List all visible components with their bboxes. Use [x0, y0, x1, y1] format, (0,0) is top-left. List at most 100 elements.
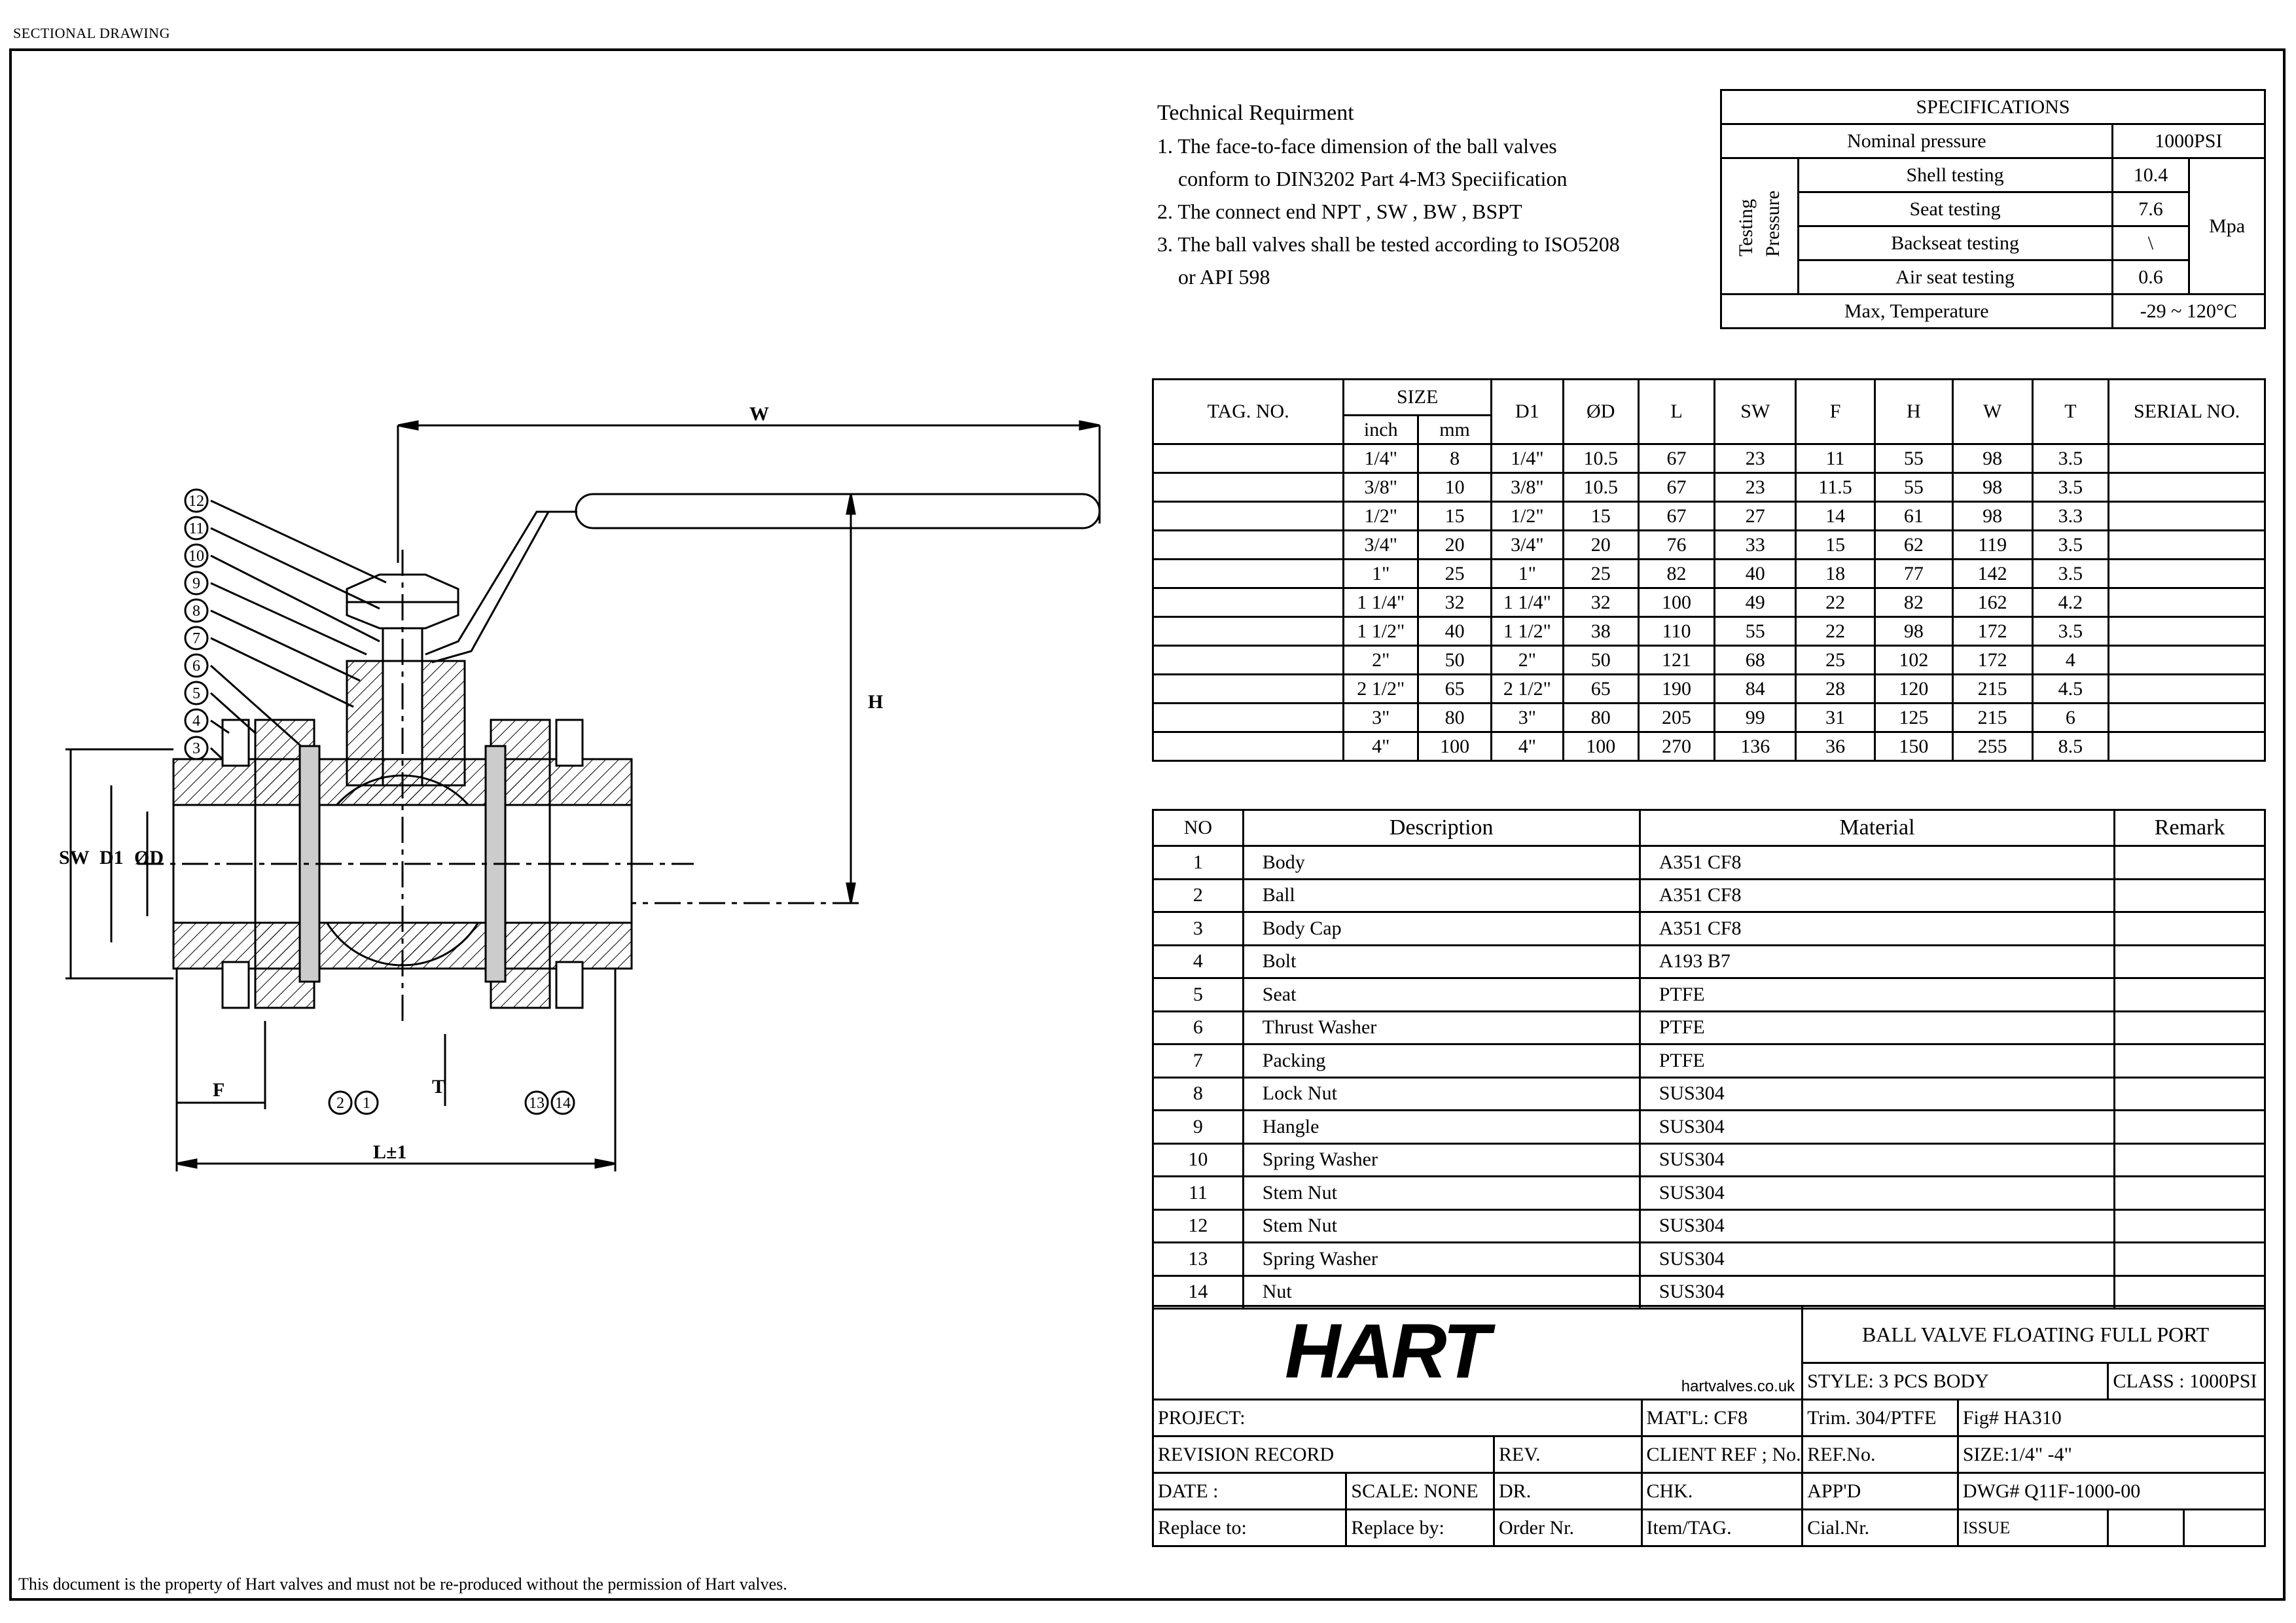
dims-cell: 1 1/4"	[1490, 587, 1564, 618]
part-balloon: 6	[184, 653, 209, 678]
dim-od-label: ØD	[134, 847, 164, 868]
dims-cell: 25	[1795, 645, 1876, 675]
col-mm: mm	[1417, 414, 1492, 445]
spec-row-value: 10.4	[2111, 157, 2191, 193]
dims-cell: 11	[1795, 443, 1876, 474]
scale-field: SCALE: NONE	[1345, 1472, 1496, 1510]
tag-cell	[1151, 616, 1345, 647]
tag-cell	[1151, 443, 1345, 474]
col-t: T	[2031, 378, 2110, 445]
part-no: 5	[1152, 977, 1244, 1012]
dims-cell: 98	[1951, 472, 2034, 503]
order-nr-field: Order Nr.	[1493, 1508, 1643, 1547]
appd-field: APP'D	[1801, 1472, 1959, 1510]
dims-cell: 100	[1637, 587, 1716, 618]
dims-cell: 4.2	[2031, 587, 2110, 618]
col-d1: D1	[1490, 378, 1564, 445]
issue-field: ISSUE	[1956, 1508, 2109, 1547]
svg-text:3: 3	[192, 740, 200, 757]
dims-cell: 82	[1873, 587, 1954, 618]
dims-cell: 28	[1795, 673, 1876, 704]
dims-cell: 10	[1417, 472, 1492, 503]
svg-text:2: 2	[336, 1095, 344, 1112]
tag-cell	[1151, 645, 1345, 675]
dims-cell: 3/4"	[1342, 529, 1420, 560]
part-description: Hangle	[1242, 1109, 1641, 1145]
part-balloon: 11	[184, 516, 209, 541]
dims-cell: 23	[1713, 472, 1797, 503]
part-no: 12	[1152, 1208, 1244, 1243]
part-no: 11	[1152, 1175, 1244, 1211]
part-no: 10	[1152, 1142, 1244, 1177]
dims-cell: 1/4"	[1342, 443, 1420, 474]
part-material: PTFE	[1638, 1010, 2116, 1045]
tag-cell	[1151, 673, 1345, 704]
part-description: Seat	[1242, 977, 1641, 1012]
dims-cell: 3/8"	[1490, 472, 1564, 503]
serial-cell	[2108, 443, 2266, 474]
dims-cell: 77	[1873, 558, 1954, 589]
col-inch: inch	[1342, 414, 1420, 445]
serial-cell	[2108, 673, 2266, 704]
footer-note: This document is the property of Hart va…	[18, 1575, 787, 1594]
tag-cell	[1151, 587, 1345, 618]
ref-no-field: REF.No.	[1801, 1435, 1959, 1474]
svg-text:7: 7	[192, 630, 200, 647]
part-material: A193 B7	[1638, 944, 2116, 979]
dims-cell: 205	[1637, 702, 1716, 733]
tech-item: 1. The face-to-face dimension of the bal…	[1157, 134, 1557, 158]
date-field: DATE :	[1151, 1472, 1348, 1510]
serial-cell	[2108, 645, 2266, 675]
dims-cell: 3.5	[2031, 529, 2110, 560]
tech-item: 2. The connect end NPT , SW , BW , BSPT	[1157, 200, 1522, 223]
part-remark	[2113, 1175, 2266, 1211]
part-balloon: 3	[184, 736, 209, 760]
svg-text:13: 13	[529, 1095, 545, 1112]
dims-cell: 3"	[1342, 702, 1420, 733]
part-material: SUS304	[1638, 1208, 2116, 1243]
part-no: 7	[1152, 1043, 1244, 1079]
svg-text:5: 5	[192, 685, 200, 702]
dims-cell: 38	[1562, 616, 1640, 647]
dims-cell: 142	[1951, 558, 2034, 589]
dims-cell: 1/2"	[1490, 501, 1564, 531]
part-remark	[2113, 911, 2266, 946]
dr-field: DR.	[1493, 1472, 1643, 1510]
dims-cell: 25	[1417, 558, 1492, 589]
nominal-value: 1000PSI	[2111, 123, 2267, 159]
svg-text:14: 14	[555, 1095, 571, 1112]
dims-cell: 84	[1713, 673, 1797, 704]
dims-cell: 1"	[1342, 558, 1420, 589]
dim-d1-label: D1	[99, 847, 124, 868]
part-description: Bolt	[1242, 944, 1641, 979]
dims-cell: 68	[1713, 645, 1797, 675]
part-material: SUS304	[1638, 1109, 2116, 1145]
dims-cell: 55	[1873, 472, 1954, 503]
part-description: Spring Washer	[1242, 1142, 1641, 1177]
tech-item: 3. The ball valves shall be tested accor…	[1157, 232, 1620, 256]
style-field: STYLE: 3 PCS BODY	[1801, 1362, 2109, 1400]
part-description: Body	[1242, 845, 1641, 880]
spec-row-label: Backseat testing	[1797, 225, 2113, 261]
dims-cell: 49	[1713, 587, 1797, 618]
part-material: A351 CF8	[1638, 878, 2116, 913]
svg-text:8: 8	[192, 603, 200, 620]
part-material: A351 CF8	[1638, 845, 2116, 880]
part-balloon: 2	[328, 1090, 353, 1115]
dims-cell: 3.5	[2031, 558, 2110, 589]
dims-cell: 1 1/2"	[1342, 616, 1420, 647]
tag-cell	[1151, 731, 1345, 762]
sheet-label: SECTIONAL DRAWING	[13, 25, 170, 41]
dims-cell: 121	[1637, 645, 1716, 675]
serial-cell	[2108, 702, 2266, 733]
part-remark	[2113, 1076, 2266, 1111]
dims-cell: 98	[1873, 616, 1954, 647]
